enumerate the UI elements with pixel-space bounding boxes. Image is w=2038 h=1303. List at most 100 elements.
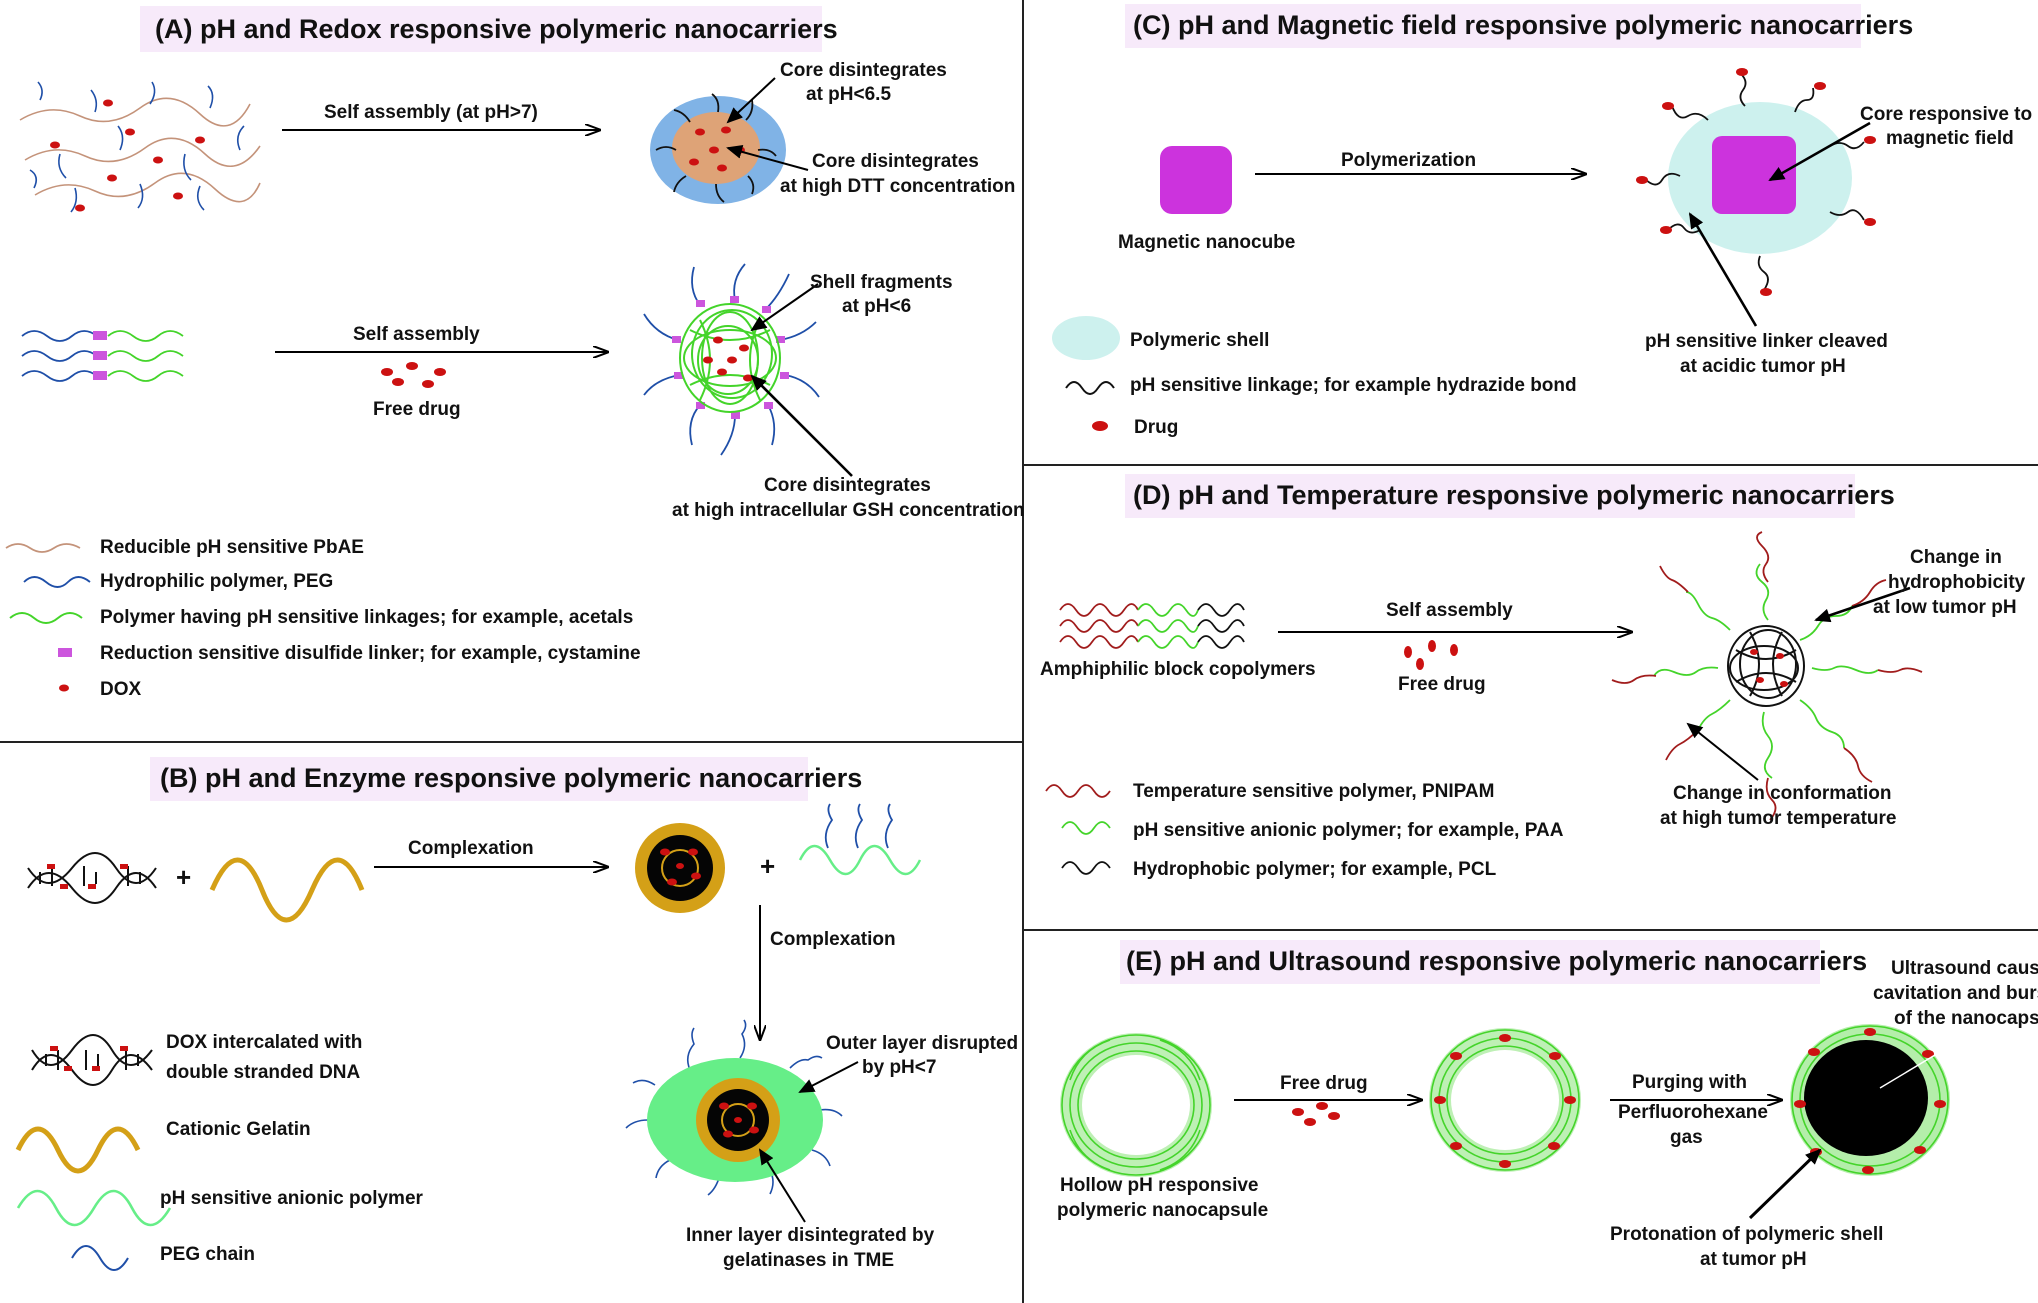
gelatin-dna-complex <box>635 823 725 913</box>
pointer-conformation <box>1686 722 1759 781</box>
label-hyd-c: at low tumor pH <box>1873 597 2017 618</box>
dna-dox-1 <box>27 852 157 904</box>
pointer-core-gsh <box>750 374 853 477</box>
panel-a-title: (A) pH and Redox responsive polymeric na… <box>155 14 838 44</box>
pointer-core-ph65 <box>726 77 776 124</box>
legend-c-item-0: Polymeric shell <box>1130 330 1269 351</box>
panel-d-title-bg <box>1125 474 1855 518</box>
micelle-green <box>643 263 820 456</box>
pointer-ultrasound <box>1879 1045 1951 1089</box>
temperature-micelle-core <box>1727 625 1805 707</box>
panel-b: (B) pH and Enzyme responsive polymeric n… <box>15 757 1018 1271</box>
pointer-core-magnetic <box>1768 121 1871 182</box>
label-conf-b: at high tumor temperature <box>1660 808 1896 829</box>
label-purge-b: Perfluorohexane <box>1618 1102 1768 1123</box>
free-drug-d <box>1404 640 1458 670</box>
legend-c-item-1: pH sensitive linkage; for example hydraz… <box>1130 375 1577 396</box>
label-complexation-1: Complexation <box>408 838 534 859</box>
label-hollow-a: Hollow pH responsive <box>1060 1175 1258 1196</box>
label-linker-b: at acidic tumor pH <box>1680 356 1846 377</box>
temperature-micelle <box>1611 531 1923 821</box>
panel-a-title-bg <box>140 6 822 52</box>
free-drug-a <box>381 362 446 388</box>
gas-filled-capsule <box>1790 1024 1950 1176</box>
pointer-protonation <box>1748 1148 1822 1220</box>
panel-b-title-bg <box>150 757 808 801</box>
block-copolymers-a <box>21 330 184 382</box>
drug-loaded-capsule <box>1429 1028 1581 1172</box>
legend-pnipam-swatch <box>1045 784 1111 798</box>
label-free-drug-e: Free drug <box>1280 1073 1368 1094</box>
dna-dox-1-drugs <box>47 864 128 889</box>
legend-dna-swatch <box>31 1034 153 1086</box>
anionic-peg-polymer <box>798 803 922 876</box>
label-self-assembly-ph7: Self assembly (at pH>7) <box>324 102 538 123</box>
legend-b: DOX intercalated with double stranded DN… <box>15 1032 424 1271</box>
legend-pbae-swatch <box>5 543 81 553</box>
plus-sign-1: + <box>176 862 191 892</box>
label-complexation-2: Complexation <box>770 929 896 950</box>
legend-d-item-1: pH sensitive anionic polymer; for exampl… <box>1133 820 1564 841</box>
panel-d: (D) pH and Temperature responsive polyme… <box>1040 474 2026 880</box>
legend-anionic-swatch <box>16 1189 172 1227</box>
label-shell-a: Shell fragments <box>810 272 953 293</box>
legend-b-gelatin: Cationic Gelatin <box>166 1119 311 1140</box>
legend-a-item-3: Reduction sensitive disulfide linker; fo… <box>100 643 641 664</box>
micelle-pbae <box>650 93 786 204</box>
panel-c: (C) pH and Magnetic field responsive pol… <box>1052 4 2032 438</box>
label-linker-a: pH sensitive linker cleaved <box>1645 331 1888 352</box>
legend-disulfide-swatch <box>58 648 72 657</box>
legend-b-peg: PEG chain <box>160 1244 255 1265</box>
legend-b-dox-b: double stranded DNA <box>166 1062 361 1083</box>
legend-linkage-swatch <box>1065 381 1115 395</box>
pointer-core-dtt <box>726 144 809 171</box>
plus-sign-2: + <box>760 851 775 881</box>
panel-e-title-bg <box>1120 940 1820 984</box>
label-amphiphilic: Amphiphilic block copolymers <box>1040 659 1316 680</box>
legend-a-item-2: Polymer having pH sensitive linkages; fo… <box>100 607 633 628</box>
label-hollow-b: polymeric nanocapsule <box>1057 1200 1268 1221</box>
magnetic-nanocarrier <box>1636 68 1876 296</box>
label-core-ph65-b: at pH<6.5 <box>806 84 891 105</box>
label-hyd-b: hydrophobicity <box>1888 572 2026 593</box>
label-core-ph65-a: Core disintegrates <box>780 60 947 81</box>
peg-coated-complex <box>625 1019 843 1196</box>
label-ultra-a: Ultrasound causes <box>1891 958 2038 979</box>
label-self-assembly: Self assembly <box>353 324 480 345</box>
magnetic-nanocube <box>1160 146 1232 214</box>
amphiphilic-copolymers <box>1059 603 1245 649</box>
legend-a-item-4: DOX <box>100 679 142 700</box>
pbae-network <box>19 81 261 213</box>
label-core-magnetic-a: Core responsive to <box>1860 104 2032 125</box>
gelatin-wave <box>209 857 365 923</box>
pointer-inner-layer <box>758 1148 806 1223</box>
label-core-magnetic-b: magnetic field <box>1886 128 2014 149</box>
label-polymerization: Polymerization <box>1341 150 1476 171</box>
label-inner-a: Inner layer disintegrated by <box>686 1225 935 1246</box>
label-purge-a: Purging with <box>1632 1072 1747 1093</box>
label-outer-a: Outer layer disrupted <box>826 1033 1018 1054</box>
panel-b-title: (B) pH and Enzyme responsive polymeric n… <box>160 763 862 793</box>
legend-d: Temperature sensitive polymer, PNIPAM pH… <box>1045 781 1564 880</box>
panel-e: (E) pH and Ultrasound responsive polymer… <box>1057 940 2038 1270</box>
legend-dox-swatch <box>59 684 69 692</box>
label-ultra-b: cavitation and bursting <box>1873 983 2038 1004</box>
temperature-micelle-drugs <box>1750 649 1788 687</box>
label-free-drug-a: Free drug <box>373 399 461 420</box>
free-drug-e <box>1292 1102 1340 1126</box>
panel-c-title: (C) pH and Magnetic field responsive pol… <box>1133 10 1913 40</box>
label-purge-c: gas <box>1670 1127 1703 1148</box>
legend-c-item-2: Drug <box>1134 417 1178 438</box>
dox-drugs-a1 <box>50 99 205 212</box>
pointer-shell-ph6 <box>750 283 819 332</box>
legend-b-anionic: pH sensitive anionic polymer <box>160 1188 424 1209</box>
label-shell-b: at pH<6 <box>842 296 911 317</box>
label-core-gsh-a: Core disintegrates <box>764 475 931 496</box>
legend-shell-swatch <box>1052 316 1120 360</box>
legend-a: Reducible pH sensitive PbAE Hydrophilic … <box>5 537 641 700</box>
panel-e-title: (E) pH and Ultrasound responsive polymer… <box>1126 946 1867 976</box>
label-self-assembly-d: Self assembly <box>1386 600 1513 621</box>
